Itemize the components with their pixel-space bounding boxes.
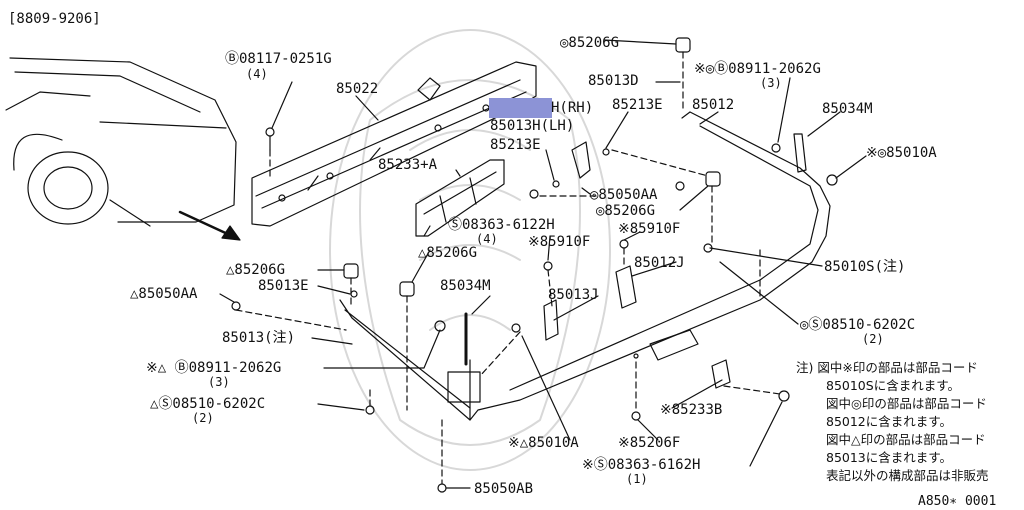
note-line: 図中◎印の部品は部品コード bbox=[826, 396, 987, 411]
part-label-85910f-b[interactable]: ※85910F bbox=[618, 221, 681, 237]
part-label-85013[interactable]: 85013(注) bbox=[222, 330, 296, 346]
bumper-fascia bbox=[339, 111, 831, 421]
part-label-85233b[interactable]: ※85233B bbox=[660, 402, 723, 418]
energy-absorber bbox=[415, 159, 505, 237]
model-range: [8809-9206] bbox=[8, 11, 101, 27]
bracket-shapes bbox=[543, 141, 731, 389]
note-line: 85012に含まれます。 bbox=[826, 414, 953, 429]
part-label-85213e-b[interactable]: 85213E bbox=[490, 137, 541, 153]
part-label-85206g-d[interactable]: △85206G bbox=[226, 262, 286, 278]
highlight-box bbox=[489, 98, 552, 118]
qty-label: (2) bbox=[192, 411, 214, 425]
part-label-85213e[interactable]: 85213E bbox=[612, 97, 663, 113]
part-label-85206f[interactable]: ※85206F bbox=[618, 435, 681, 451]
part-label-08911-2062g-b[interactable]: ※△ Ⓑ08911-2062G bbox=[146, 360, 282, 376]
part-label-85034m[interactable]: 85034M bbox=[822, 101, 873, 117]
part-label-85050ab[interactable]: 85050AB bbox=[474, 481, 534, 497]
part-label-85206g-b[interactable]: ◎85206G bbox=[596, 203, 656, 219]
part-label-08117-0251g[interactable]: Ⓑ08117-0251G bbox=[225, 51, 332, 67]
part-label-85034m-b[interactable]: 85034M bbox=[440, 278, 491, 294]
assembly-dashed-lines bbox=[235, 51, 781, 485]
part-label-85010s[interactable]: 85010S(注) bbox=[824, 259, 906, 275]
part-label-85233a[interactable]: 85233+A bbox=[378, 157, 438, 173]
part-label-85050aa-b[interactable]: △85050AA bbox=[130, 286, 198, 302]
part-label-85050aa[interactable]: ◎85050AA bbox=[590, 187, 658, 203]
qty-label: (3) bbox=[760, 76, 782, 90]
part-label-85013j[interactable]: 85013J bbox=[548, 287, 599, 303]
part-label-08363-6162h[interactable]: ※Ⓢ08363-6162H bbox=[582, 457, 701, 473]
vehicle-outline bbox=[5, 57, 237, 227]
note-line: 図中△印の部品は部品コード bbox=[826, 432, 986, 447]
stay-bars bbox=[464, 133, 807, 366]
qty-label: (2) bbox=[862, 332, 884, 346]
note-line: 注) 図中※印の部品は部品コード bbox=[796, 360, 978, 375]
part-label-08510-6202c-b[interactable]: △Ⓢ08510-6202C bbox=[150, 396, 266, 412]
part-label-08911-2062g[interactable]: ※◎Ⓑ08911-2062G bbox=[694, 61, 821, 77]
qty-label: (3) bbox=[208, 375, 230, 389]
bolt-shapes bbox=[231, 127, 838, 493]
part-label-85206g[interactable]: ◎85206G bbox=[560, 35, 620, 51]
part-label-85010a-b[interactable]: ※△85010A bbox=[508, 435, 579, 451]
part-label-08363-6122h[interactable]: Ⓢ08363-6122H bbox=[448, 217, 555, 233]
qty-label: (4) bbox=[476, 232, 498, 246]
diagram-code: A850∗ 0001 bbox=[918, 494, 997, 509]
part-label-85206g-c[interactable]: △85206G bbox=[418, 245, 478, 261]
qty-label: (4) bbox=[246, 67, 268, 81]
direction-arrow bbox=[178, 210, 241, 241]
leader-lines bbox=[219, 39, 867, 489]
note-line: 表記以外の構成部品は非販売 bbox=[826, 468, 989, 483]
part-label-85013h-rh[interactable]: H(RH) bbox=[551, 100, 594, 116]
part-label-85013h-lh[interactable]: 85013H(LH) bbox=[490, 118, 575, 134]
note-line: 85013に含まれます。 bbox=[826, 450, 953, 465]
note-line: 85010Sに含まれます。 bbox=[826, 378, 960, 393]
part-label-85012j[interactable]: 85012J bbox=[634, 255, 685, 271]
qty-label: (1) bbox=[626, 472, 648, 486]
part-label-85013d[interactable]: 85013D bbox=[588, 73, 639, 89]
part-label-85012[interactable]: 85012 bbox=[692, 97, 735, 113]
part-label-85910f[interactable]: ※85910F bbox=[528, 234, 591, 250]
part-label-85022[interactable]: 85022 bbox=[336, 81, 379, 97]
part-label-85010a[interactable]: ※◎85010A bbox=[866, 145, 937, 161]
part-label-85013e[interactable]: 85013E bbox=[258, 278, 309, 294]
part-label-08510-6202c[interactable]: ◎Ⓢ08510-6202C bbox=[800, 317, 916, 333]
